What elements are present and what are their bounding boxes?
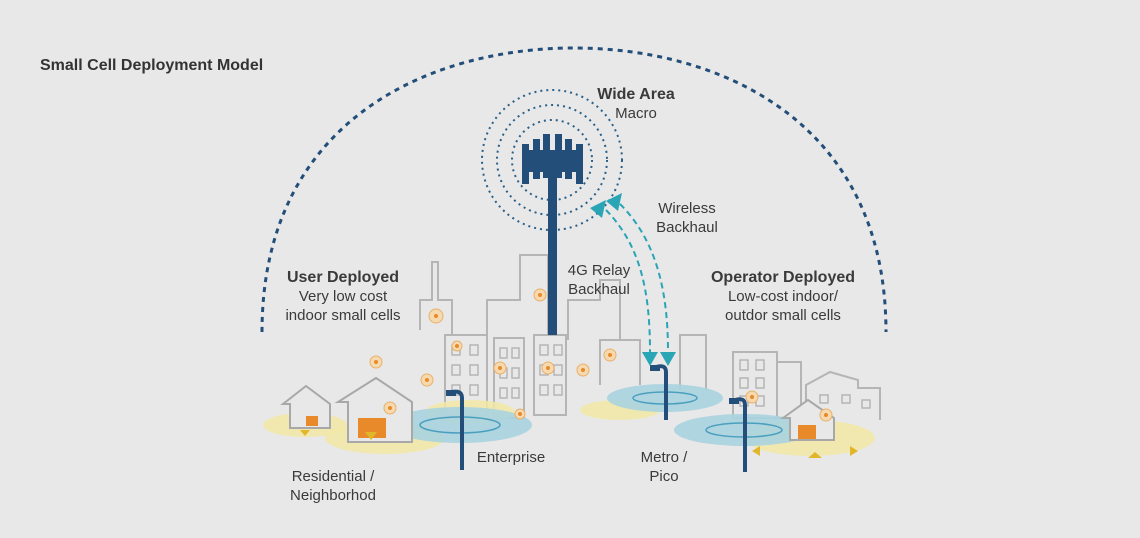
relay-backhaul-label: 4G Relay Backhaul <box>567 262 631 298</box>
small-cell-boxes <box>306 416 816 439</box>
enterprise-label: Enterprise <box>476 449 546 466</box>
small-cell-signals <box>369 288 833 422</box>
arrowheads <box>590 193 676 366</box>
operator-deployed-heading: Operator Deployed <box>710 269 856 286</box>
residential-label: Residential / Neighborhod <box>290 468 376 504</box>
signal-arrows <box>300 430 858 458</box>
metro-label: Metro / Pico <box>640 449 688 485</box>
user-deployed-heading: User Deployed <box>286 269 400 286</box>
houses <box>280 376 835 443</box>
wide-area-sub: Macro <box>615 105 657 122</box>
building-windows <box>451 344 871 409</box>
coverage-dome <box>260 46 888 333</box>
macro-tower <box>481 89 623 335</box>
wide-area-heading: Wide Area <box>597 86 675 103</box>
wireless-backhaul-label: Wireless Backhaul <box>656 200 718 236</box>
diagram-title: Small Cell Deployment Model <box>40 57 264 74</box>
user-deployed-label: User Deployed Very low cost indoor small… <box>268 268 418 325</box>
wide-area-label: Wide Area Macro <box>584 85 688 123</box>
wireless-backhaul-arrows <box>605 203 669 353</box>
small-cell-heads <box>446 365 739 404</box>
operator-deployed-label: Operator Deployed Low-cost indoor/ outdo… <box>698 268 868 325</box>
